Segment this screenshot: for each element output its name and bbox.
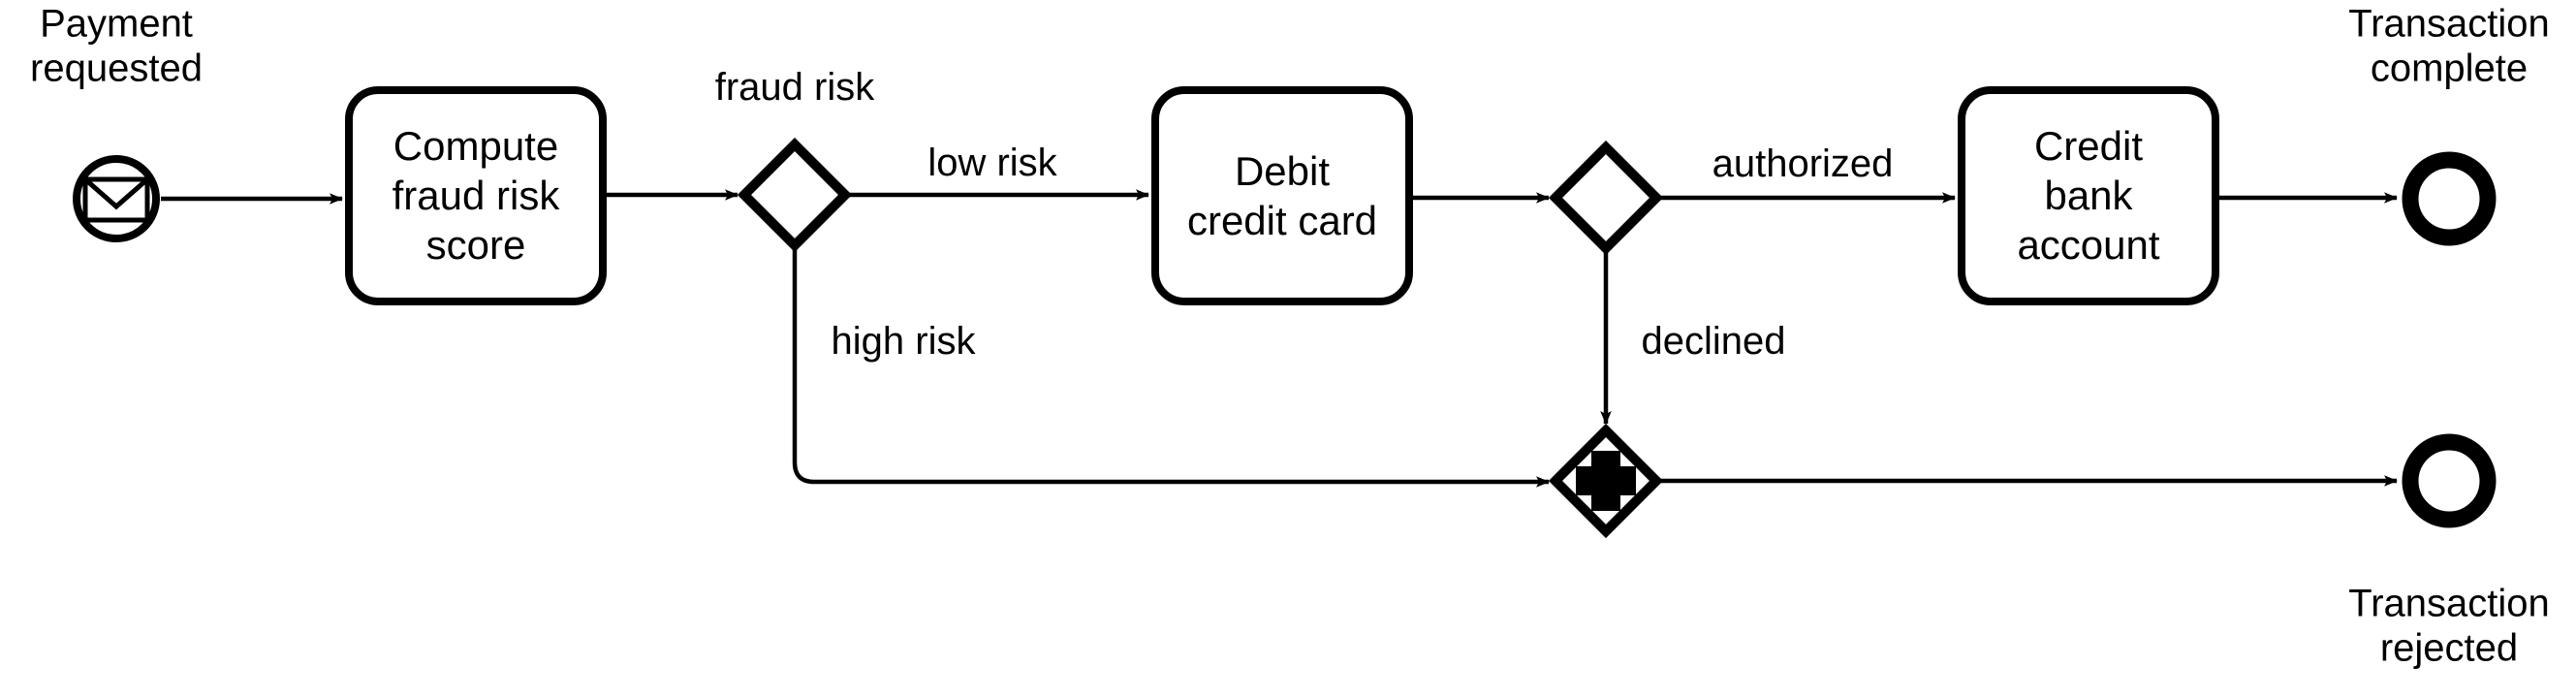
gateway-fraud-risk-label: fraud risk — [714, 65, 875, 109]
plus-icon — [1576, 451, 1636, 511]
flow-label-high-risk: high risk — [831, 319, 976, 363]
task-debit-credit-card-label: Debit credit card — [1186, 147, 1378, 243]
end-event-transaction-complete-label: Transaction complete — [2348, 2, 2550, 90]
task-credit-bank-account[interactable] — [1958, 86, 2219, 305]
end-event-transaction-rejected-label: Transaction rejected — [2348, 582, 2550, 670]
end-event-transaction-rejected[interactable] — [2402, 433, 2497, 528]
flow-label-declined: declined — [1641, 319, 1786, 363]
start-event-label: Payment requested — [30, 2, 203, 90]
task-compute-fraud-risk-score[interactable] — [345, 86, 607, 305]
task-compute-fraud-risk-score-label: Compute fraud risk score — [392, 123, 560, 269]
gateway-authorization[interactable] — [1548, 140, 1664, 256]
envelope-icon — [82, 176, 150, 223]
flow-label-low-risk: low risk — [927, 141, 1057, 184]
start-event-payment-requested[interactable] — [73, 155, 160, 242]
end-event-transaction-complete[interactable] — [2402, 151, 2497, 246]
task-debit-credit-card[interactable] — [1151, 86, 1413, 305]
gateway-merge-rejected[interactable] — [1548, 423, 1664, 539]
task-credit-bank-account-label: Credit bank account — [2017, 123, 2160, 269]
flow-high-risk — [792, 245, 1550, 488]
flow-label-authorized: authorized — [1712, 142, 1894, 185]
gateway-fraud-risk[interactable] — [737, 137, 853, 253]
